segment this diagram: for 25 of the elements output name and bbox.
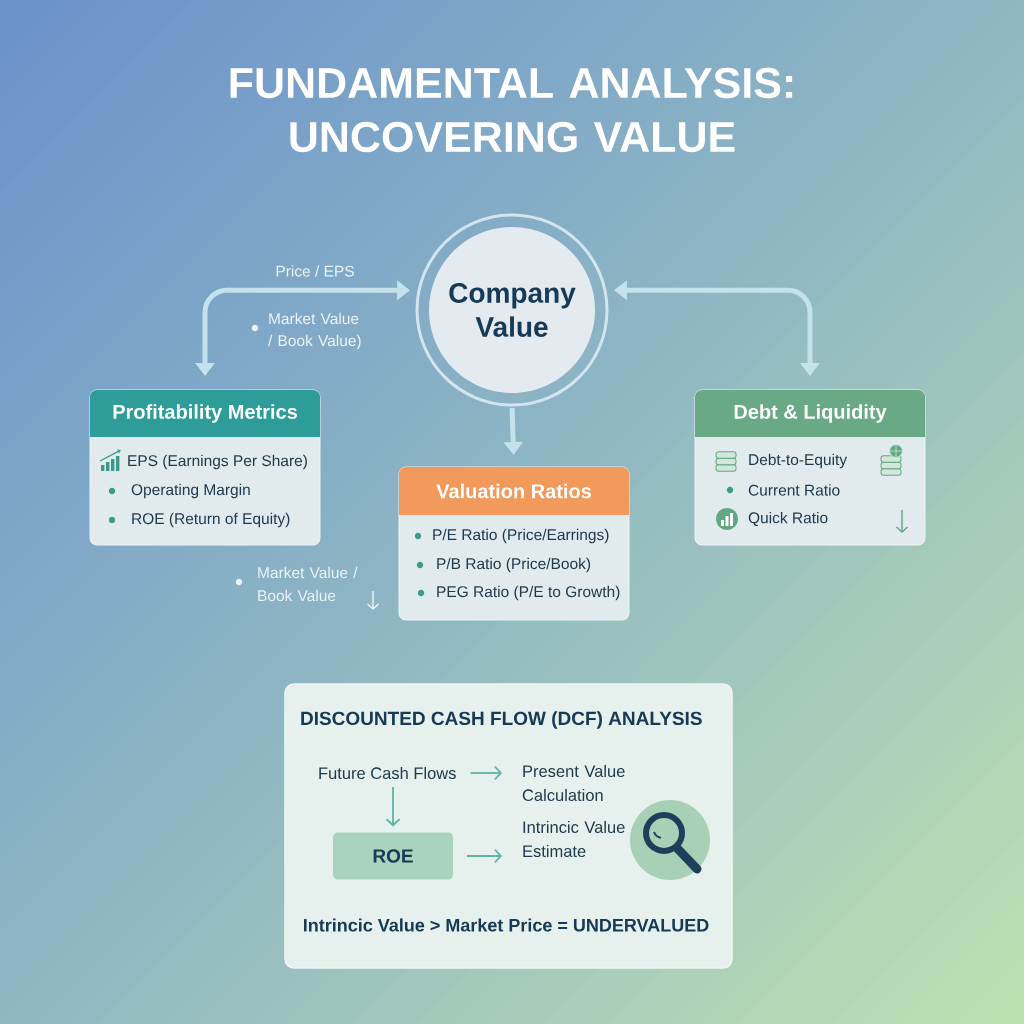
card-header: Debt & Liquidity xyxy=(695,390,925,437)
list-item: Debt-to-Equity xyxy=(749,453,848,469)
process-box: ROE xyxy=(333,832,453,880)
list-item: P/E Ratio (Price/Earrings) xyxy=(433,528,609,544)
card-header: Valuation Ratios xyxy=(399,467,629,515)
list-item: Current Ratio xyxy=(748,484,840,496)
list-item: ROE (Return of Equity) xyxy=(132,512,290,528)
conclusion-text: Intrincic Value > Market Price = UNDERVALUED xyxy=(303,918,709,932)
arrow xyxy=(466,848,502,864)
step-text: Future Cash Flows xyxy=(319,766,456,780)
list-item: Operating Margin xyxy=(131,483,250,499)
note-text: Market Value / Book Value xyxy=(258,566,358,602)
list-item: P/B Ratio (Price/Book) xyxy=(437,557,591,573)
note-text: Market Value / Book Value) xyxy=(268,312,361,350)
arrow xyxy=(385,786,401,827)
list-item: EPS (Earnings Per Share) xyxy=(128,454,307,470)
list-item: PEG Ratio (P/E to Growth) xyxy=(437,585,620,601)
title: FUNDAMENTAL ANALYSIS: UNCOVERING VALUE xyxy=(230,67,793,153)
arrow xyxy=(469,765,502,781)
list-item: Quick Ratio xyxy=(748,511,828,527)
panel-heading: DISCOUNTED CASH FLOW (DCF) ANALYSIS xyxy=(301,711,702,729)
step-text: Present Value Calculation xyxy=(522,764,625,802)
edge-label: Price / EPS xyxy=(276,265,354,277)
step-text: Intrincic Value Estimate xyxy=(523,820,625,858)
card-header: Profitability Metrics xyxy=(90,390,320,437)
